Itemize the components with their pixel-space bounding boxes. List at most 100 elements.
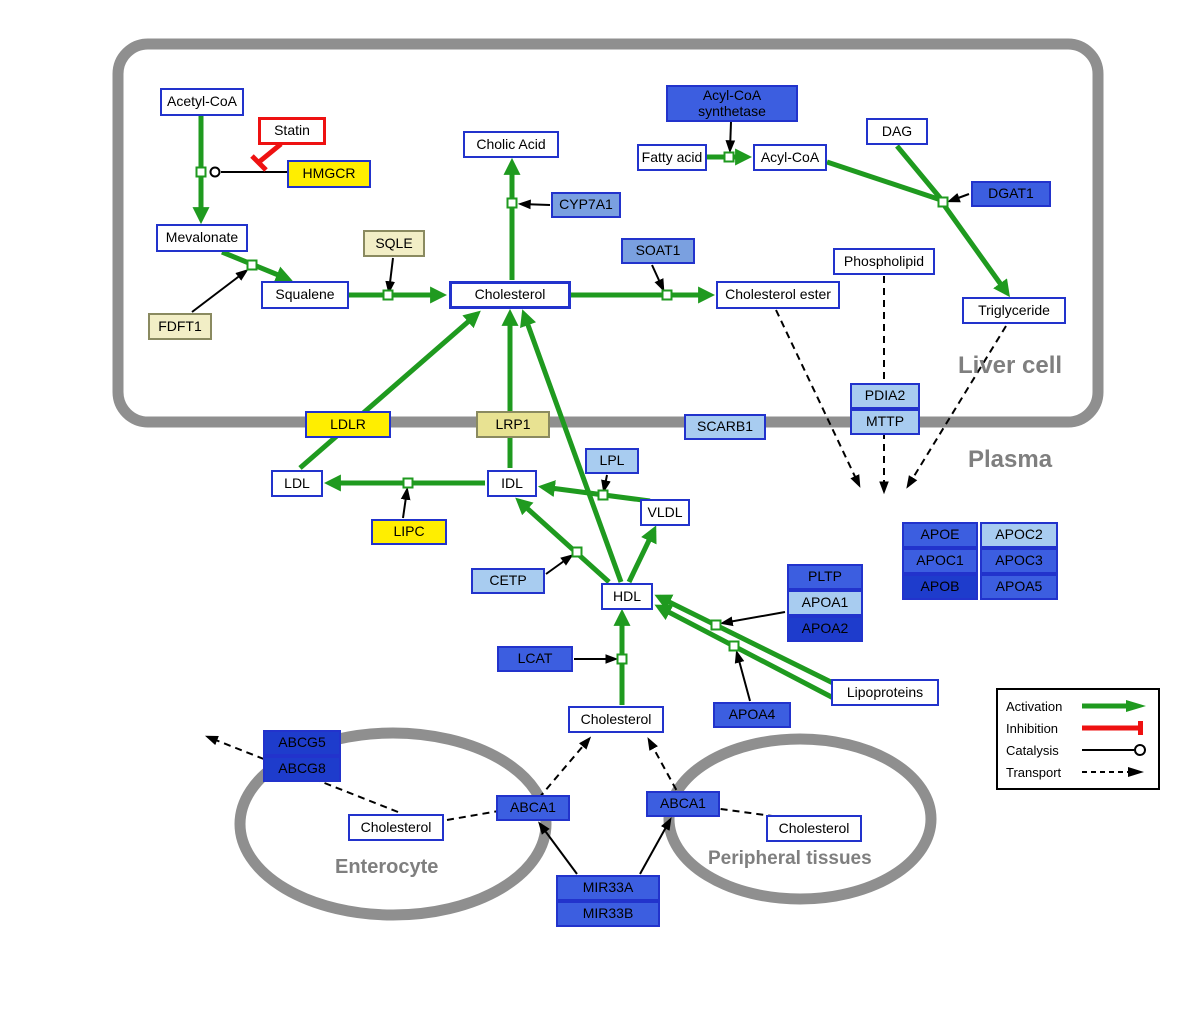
legend-row-catalysis: Catalysis bbox=[1006, 739, 1150, 761]
node-dag[interactable]: DAG bbox=[866, 118, 928, 145]
edge-dgat1-catalysis bbox=[946, 193, 970, 203]
liver-cell-membrane bbox=[112, 38, 1104, 428]
node-apob[interactable]: APOB bbox=[902, 574, 978, 600]
node-apoa2[interactable]: APOA2 bbox=[787, 616, 863, 642]
node-cholesterol-liver[interactable]: Cholesterol bbox=[449, 281, 571, 309]
edge-acylcoa-dgat-node bbox=[826, 159, 942, 203]
peripheral-tissues-label: Peripheral tissues bbox=[708, 848, 872, 869]
node-sqle[interactable]: SQLE bbox=[363, 230, 425, 257]
node-cetp[interactable]: CETP bbox=[471, 568, 545, 594]
node-hmgcr[interactable]: HMGCR bbox=[287, 160, 371, 188]
node-triglyceride[interactable]: Triglyceride bbox=[962, 297, 1066, 324]
node-ldl[interactable]: LDL bbox=[271, 470, 323, 497]
legend-row-transport: Transport bbox=[1006, 761, 1150, 783]
legend-row-activation: Activation bbox=[1006, 695, 1150, 717]
edge-apoa4-catalysis bbox=[734, 649, 751, 702]
plasma-label: Plasma bbox=[968, 446, 1053, 473]
node-mevalonate[interactable]: Mevalonate bbox=[156, 224, 248, 252]
node-acyl-coa[interactable]: Acyl-CoA bbox=[753, 144, 827, 171]
node-idl[interactable]: IDL bbox=[487, 470, 537, 497]
edge-cholesterolester-plasma bbox=[775, 309, 861, 488]
node-phospholipid[interactable]: Phospholipid bbox=[833, 248, 935, 275]
node-hdl[interactable]: HDL bbox=[601, 583, 653, 610]
node-pdia2[interactable]: PDIA2 bbox=[850, 383, 920, 409]
edge-hdl-cholesterol bbox=[520, 309, 624, 583]
edge-acylcoa-synthetase-catalysis bbox=[725, 121, 736, 154]
node-mir33b[interactable]: MIR33B bbox=[556, 901, 660, 927]
edge-apoa1-catalysis bbox=[719, 611, 786, 627]
edge-triglyceride-plasma bbox=[906, 325, 1007, 489]
node-dgat1[interactable]: DGAT1 bbox=[971, 181, 1051, 207]
edge-cetp-catalysis bbox=[545, 554, 574, 575]
node-fdft1[interactable]: FDFT1 bbox=[148, 313, 212, 340]
edge-lipc-catalysis bbox=[400, 486, 411, 519]
node-cholesterol-plasma[interactable]: Cholesterol bbox=[568, 706, 664, 733]
node-cyp7a1[interactable]: CYP7A1 bbox=[551, 192, 621, 218]
transport-arrow-glyph bbox=[1082, 767, 1144, 777]
node-abcg8[interactable]: ABCG8 bbox=[263, 756, 341, 782]
node-mir33a[interactable]: MIR33A bbox=[556, 875, 660, 901]
node-apoc1[interactable]: APOC1 bbox=[902, 548, 978, 574]
edge-mir33-abca1-right bbox=[639, 817, 672, 875]
edge-dag-dgat-node bbox=[895, 144, 943, 201]
edge-lipoproteins-hdl-upper bbox=[654, 594, 835, 686]
legend-row-inhibition: Inhibition bbox=[1006, 717, 1150, 739]
node-lrp1[interactable]: LRP1 bbox=[476, 411, 550, 438]
edge-cyp7a1-catalysis bbox=[517, 199, 551, 210]
node-apoa5[interactable]: APOA5 bbox=[980, 574, 1058, 600]
edge-hdl-vldl bbox=[626, 525, 657, 584]
node-acetyl-coa[interactable]: Acetyl-CoA bbox=[160, 88, 244, 116]
node-apoc3[interactable]: APOC3 bbox=[980, 548, 1058, 574]
node-vldl[interactable]: VLDL bbox=[640, 499, 690, 526]
edge-ldl-ldlr-cholesterol bbox=[298, 310, 481, 470]
node-soat1[interactable]: SOAT1 bbox=[621, 238, 695, 264]
node-apoc2[interactable]: APOC2 bbox=[980, 522, 1058, 548]
legend-inhibition-label: Inhibition bbox=[1006, 720, 1059, 736]
legend-transport-label: Transport bbox=[1006, 764, 1062, 780]
node-abcg5[interactable]: ABCG5 bbox=[263, 730, 341, 756]
node-cholesterol-ester[interactable]: Cholesterol ester bbox=[716, 281, 840, 309]
catalysis-circle-hmgcr bbox=[209, 166, 221, 178]
liver-cell-label: Liver cell bbox=[958, 352, 1063, 379]
node-lcat[interactable]: LCAT bbox=[497, 646, 573, 672]
legend-activation-label: Activation bbox=[1006, 698, 1063, 714]
node-cholic-acid[interactable]: Cholic Acid bbox=[463, 131, 559, 158]
legend-catalysis-label: Catalysis bbox=[1006, 742, 1059, 758]
node-acyl-coa-synthetase[interactable]: Acyl-CoA synthetase bbox=[666, 85, 798, 122]
inhibition-edge-statin bbox=[250, 142, 283, 172]
edge-mir33-abca1-left bbox=[538, 821, 578, 875]
node-lpl[interactable]: LPL bbox=[585, 448, 639, 474]
edge-sqle-catalysis bbox=[385, 257, 396, 295]
edge-lipoproteins-hdl-lower bbox=[654, 604, 845, 706]
legend-box: Activation Inhibition Catalysis Transpor… bbox=[996, 688, 1160, 790]
edge-hdl-idl bbox=[515, 497, 611, 584]
node-pltp[interactable]: PLTP bbox=[787, 564, 863, 590]
edge-fdft1-catalysis bbox=[191, 269, 249, 313]
node-mttp[interactable]: MTTP bbox=[850, 409, 920, 435]
node-lipoproteins[interactable]: Lipoproteins bbox=[831, 679, 939, 706]
edge-vldl-idl bbox=[537, 480, 651, 504]
node-apoa4[interactable]: APOA4 bbox=[713, 702, 791, 728]
edge-dgat-node-triglyceride bbox=[941, 203, 1010, 298]
node-statin[interactable]: Statin bbox=[258, 117, 326, 145]
reaction-node-squares bbox=[195, 151, 949, 665]
node-abca1-enterocyte[interactable]: ABCA1 bbox=[496, 795, 570, 821]
inhibition-bar-glyph bbox=[1082, 721, 1143, 735]
node-apoe[interactable]: APOE bbox=[902, 522, 978, 548]
node-cholesterol-peripheral[interactable]: Cholesterol bbox=[766, 815, 862, 842]
edge-soat1-catalysis bbox=[651, 264, 665, 292]
activation-arrow-glyph bbox=[1082, 700, 1146, 712]
catalysis-edges bbox=[191, 121, 970, 875]
enterocyte-label: Enterocyte bbox=[335, 856, 439, 878]
catalysis-circle-glyph bbox=[1082, 744, 1146, 756]
node-apoa1[interactable]: APOA1 bbox=[787, 590, 863, 616]
node-cholesterol-enterocyte[interactable]: Cholesterol bbox=[348, 814, 444, 841]
node-ldlr[interactable]: LDLR bbox=[305, 411, 391, 438]
node-lipc[interactable]: LIPC bbox=[371, 519, 447, 545]
node-fatty-acid[interactable]: Fatty acid bbox=[637, 144, 707, 171]
node-squalene[interactable]: Squalene bbox=[261, 281, 349, 309]
node-abca1-peripheral[interactable]: ABCA1 bbox=[646, 791, 720, 817]
node-scarb1[interactable]: SCARB1 bbox=[684, 414, 766, 440]
